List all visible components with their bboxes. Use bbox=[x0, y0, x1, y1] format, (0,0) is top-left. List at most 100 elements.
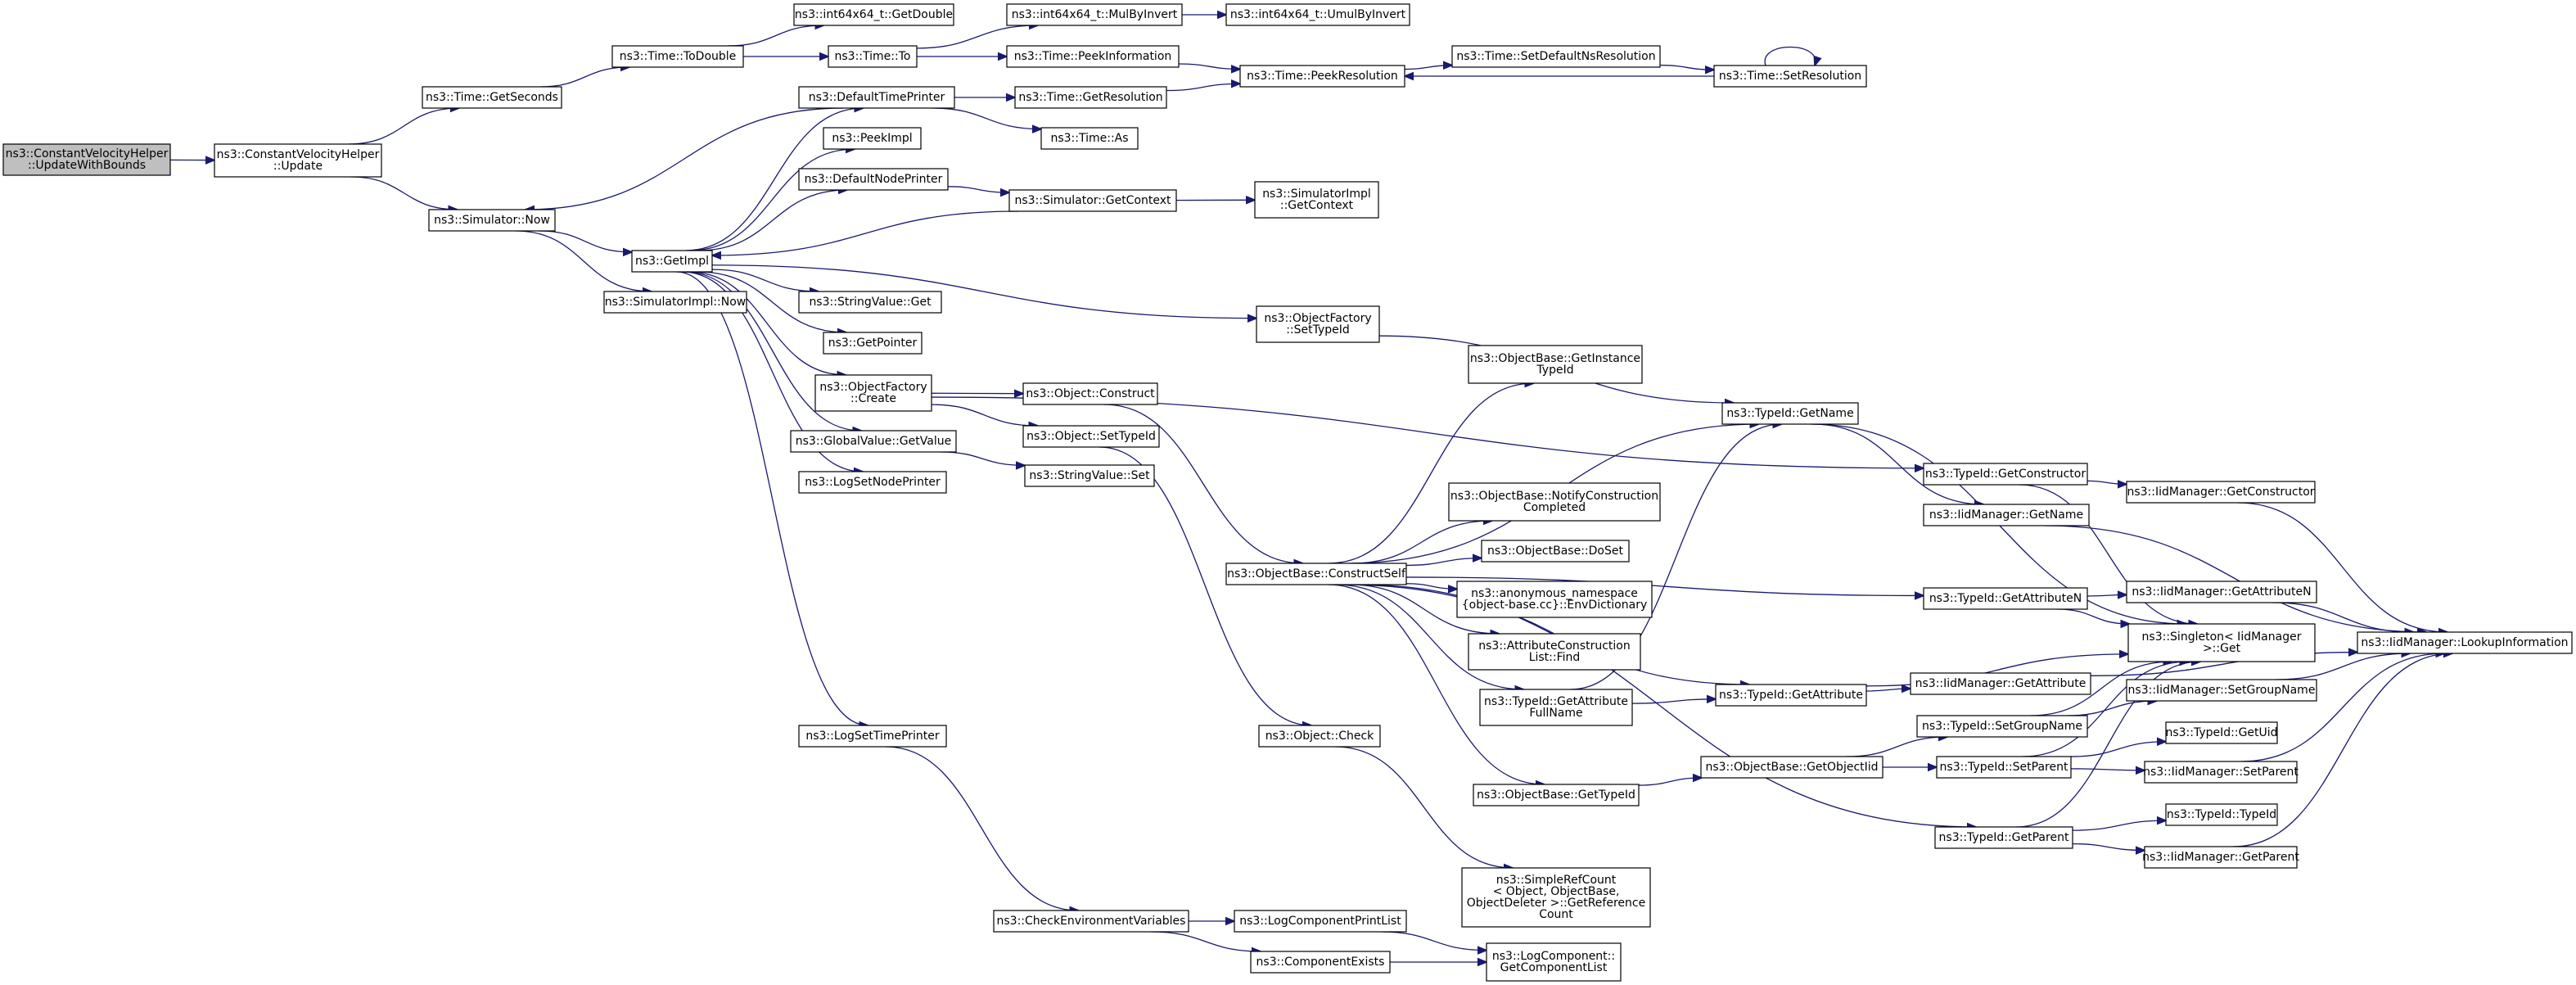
call-edge-objectbase_constructself-to-objectbase_gettypeid bbox=[1328, 584, 1545, 784]
node-i64_getdouble[interactable]: ns3::int64x64_t::GetDouble bbox=[793, 3, 954, 26]
node-box bbox=[1006, 3, 1183, 26]
node-logsettimeprinter[interactable]: ns3::LogSetTimePrinter bbox=[798, 725, 947, 748]
call-edge-object_check-to-simplerefcount_getreferencecount bbox=[1335, 746, 1513, 868]
node-logsetnodeprinter[interactable]: ns3::LogSetNodePrinter bbox=[798, 471, 947, 494]
node-box bbox=[1934, 826, 2073, 849]
node-objectbase_notifyconstructioncompleted[interactable]: ns3::ObjectBase::NotifyConstructionCompl… bbox=[1448, 482, 1661, 522]
node-label-line: >::Get bbox=[2203, 642, 2241, 655]
call-edge-typeid_getconstructor-to-singleton_get bbox=[2019, 484, 2198, 624]
node-time_as[interactable]: ns3::Time::As bbox=[1040, 127, 1139, 150]
node-object_check[interactable]: ns3::Object::Check bbox=[1258, 725, 1381, 748]
node-label-line: ns3::ObjectBase::NotifyConstruction bbox=[1450, 490, 1658, 503]
node-stringvalue_get[interactable]: ns3::StringValue::Get bbox=[798, 291, 942, 314]
node-label-line: ::UpdateWithBounds bbox=[28, 159, 146, 172]
node-object_construct[interactable]: ns3::Object::Construct bbox=[1022, 382, 1158, 405]
node-objectfactory_settypeid[interactable]: ns3::ObjectFactory::SetTypeId bbox=[1256, 305, 1380, 343]
call-edge-time_getresolution-to-time_peekresolution bbox=[1166, 84, 1240, 92]
call-edge-typeid_getname-to-iidmanager_getname bbox=[1812, 423, 1984, 504]
node-iidmanager_getparent[interactable]: ns3::IidManager::GetParent bbox=[2142, 846, 2299, 869]
node-simulator_getcontext[interactable]: ns3::Simulator::GetContext bbox=[1008, 189, 1177, 212]
node-iidmanager_getattributen[interactable]: ns3::IidManager::GetAttributeN bbox=[2126, 581, 2317, 603]
node-objectfactory_create[interactable]: ns3::ObjectFactory::Create bbox=[814, 374, 932, 412]
call-edge-typeid_getattributen-to-iidmanager_getattributen bbox=[2087, 595, 2127, 596]
call-edge-getimpl-to-logsetnodeprinter bbox=[681, 271, 863, 472]
node-objectbase_constructself[interactable]: ns3::ObjectBase::ConstructSelf bbox=[1225, 563, 1407, 585]
node-box bbox=[1256, 305, 1380, 343]
node-cvh_update[interactable]: ns3::ConstantVelocityHelper::Update bbox=[214, 143, 382, 178]
node-box bbox=[1008, 189, 1177, 212]
call-edge-objectbase_getobjectiid-to-typeid_setgroupname bbox=[1846, 737, 1947, 757]
node-stringvalue_set[interactable]: ns3::StringValue::Set bbox=[1024, 464, 1155, 487]
node-i64_mulbyinvert[interactable]: ns3::int64x64_t::MulByInvert bbox=[1006, 3, 1183, 26]
node-box bbox=[814, 374, 932, 412]
node-typeid_setgroupname[interactable]: ns3::TypeId::SetGroupName bbox=[1916, 715, 2088, 738]
call-edge-cvh_update-to-time_getseconds bbox=[348, 108, 459, 145]
node-time_getseconds[interactable]: ns3::Time::GetSeconds bbox=[422, 86, 562, 109]
node-iidmanager_getattribute[interactable]: ns3::IidManager::GetAttribute bbox=[1910, 672, 2091, 695]
node-peekimpl[interactable]: ns3::PeekImpl bbox=[823, 127, 922, 150]
call-edge-objectbase_constructself-to-objectbase_getinstancetypeid bbox=[1328, 383, 1534, 564]
call-edge-simulator_now-to-simulatorimpl_now bbox=[516, 230, 652, 291]
node-time_setdefaultnsresolution[interactable]: ns3::Time::SetDefaultNsResolution bbox=[1451, 45, 1661, 68]
node-time_peekinformation[interactable]: ns3::Time::PeekInformation bbox=[1006, 45, 1180, 68]
node-box bbox=[2165, 803, 2278, 826]
node-logcomponent_getcomponentlist[interactable]: ns3::LogComponent::GetComponentList bbox=[1486, 942, 1622, 982]
call-edge-defaulttimeprinter-to-time_as bbox=[932, 107, 1041, 129]
node-typeid_getattributen[interactable]: ns3::TypeId::GetAttributeN bbox=[1923, 587, 2088, 610]
node-time_to[interactable]: ns3::Time::To bbox=[828, 45, 918, 68]
node-objectbase_doset[interactable]: ns3::ObjectBase::DoSet bbox=[1481, 540, 1630, 563]
call-edge-time_peekinformation-to-time_peekresolution bbox=[1178, 63, 1240, 69]
node-checkenvironmentvariables[interactable]: ns3::CheckEnvironmentVariables bbox=[993, 910, 1189, 933]
node-singleton_get[interactable]: ns3::Singleton< IidManager>::Get bbox=[2127, 623, 2316, 662]
node-time_peekresolution[interactable]: ns3::Time::PeekResolution bbox=[1239, 65, 1405, 88]
node-getimpl[interactable]: ns3::GetImpl bbox=[631, 250, 713, 273]
node-iidmanager_setgroupname[interactable]: ns3::IidManager::SetGroupName bbox=[2126, 679, 2317, 702]
node-box bbox=[798, 291, 942, 314]
node-getpointer[interactable]: ns3::GetPointer bbox=[823, 332, 923, 355]
node-simplerefcount_getreferencecount[interactable]: ns3::SimpleRefCount< Object, ObjectBase,… bbox=[1461, 867, 1651, 928]
node-objectbase_getobjectiid[interactable]: ns3::ObjectBase::GetObjectIid bbox=[1700, 756, 1884, 779]
node-typeid_getuid[interactable]: ns3::TypeId::GetUid bbox=[2165, 721, 2278, 744]
node-iidmanager_setparent[interactable]: ns3::IidManager::SetParent bbox=[2143, 761, 2299, 784]
node-envdictionary[interactable]: ns3::anonymous_namespace{object-base.cc}… bbox=[1456, 581, 1653, 618]
node-simulator_now[interactable]: ns3::Simulator::Now bbox=[428, 209, 556, 232]
node-label-line: ns3::Object::Check bbox=[1265, 730, 1374, 743]
node-simulatorimpl_now[interactable]: ns3::SimulatorImpl::Now bbox=[603, 291, 747, 314]
node-time_setresolution[interactable]: ns3::Time::SetResolution bbox=[1713, 65, 1867, 88]
call-edge-simulator_now-to-getimpl bbox=[539, 230, 632, 252]
call-edge-iidmanager_setparent-to-iidmanager_lookupinformation bbox=[2240, 653, 2445, 762]
node-defaultnodeprinter[interactable]: ns3::DefaultNodePrinter bbox=[798, 168, 949, 191]
node-label-line: GetComponentList bbox=[1500, 961, 1608, 974]
node-label-line: ns3::TypeId::GetUid bbox=[2165, 726, 2277, 739]
node-typeid_getname[interactable]: ns3::TypeId::GetName bbox=[1721, 402, 1859, 425]
node-defaulttimeprinter[interactable]: ns3::DefaultTimePrinter bbox=[798, 86, 955, 109]
call-edge-objectbase_constructself-to-typeid_getattributen bbox=[1405, 576, 1924, 596]
node-logcomponentprintlist[interactable]: ns3::LogComponentPrintList bbox=[1234, 910, 1407, 933]
node-root[interactable]: ns3::ConstantVelocityHelper::UpdateWithB… bbox=[2, 143, 171, 176]
node-componentexists[interactable]: ns3::ComponentExists bbox=[1250, 951, 1391, 974]
node-typeid_getconstructor[interactable]: ns3::TypeId::GetConstructor bbox=[1923, 463, 2088, 486]
node-iidmanager_getconstructor[interactable]: ns3::IidManager::GetConstructor bbox=[2126, 481, 2316, 504]
node-typeid_getparent[interactable]: ns3::TypeId::GetParent bbox=[1934, 826, 2073, 849]
node-object_settypeid[interactable]: ns3::Object::SetTypeId bbox=[1022, 425, 1160, 448]
node-simulatorimpl_getcontext[interactable]: ns3::SimulatorImpl::GetContext bbox=[1254, 181, 1379, 219]
node-box bbox=[611, 45, 744, 68]
node-typeid_setparent[interactable]: ns3::TypeId::SetParent bbox=[1936, 756, 2072, 779]
node-typeid_getattribute[interactable]: ns3::TypeId::GetAttribute bbox=[1715, 684, 1867, 707]
node-label-line: ns3::LogComponentPrintList bbox=[1239, 915, 1401, 928]
node-globalvalue_getvalue[interactable]: ns3::GlobalValue::GetValue bbox=[790, 430, 957, 453]
node-iidmanager_getname[interactable]: ns3::IidManager::GetName bbox=[1923, 504, 2090, 526]
node-label-line: ns3::TypeId::GetName bbox=[1726, 407, 1853, 420]
node-time_todouble[interactable]: ns3::Time::ToDouble bbox=[611, 45, 744, 68]
call-edge-objectbase_constructself-to-envdictionary bbox=[1405, 583, 1457, 590]
node-time_getresolution[interactable]: ns3::Time::GetResolution bbox=[1014, 86, 1167, 109]
node-label-line: ns3::TypeId::GetAttribute bbox=[1484, 695, 1628, 708]
node-typeid_typeid[interactable]: ns3::TypeId::TypeId bbox=[2165, 803, 2278, 826]
node-i64_umulbyinvert[interactable]: ns3::int64x64_t::UmulByInvert bbox=[1225, 3, 1410, 26]
node-iidmanager_lookupinformation[interactable]: ns3::IidManager::LookupInformation bbox=[2357, 631, 2573, 654]
node-objectbase_gettypeid[interactable]: ns3::ObjectBase::GetTypeId bbox=[1473, 784, 1640, 807]
node-label-line: ns3::GetImpl bbox=[635, 255, 709, 268]
